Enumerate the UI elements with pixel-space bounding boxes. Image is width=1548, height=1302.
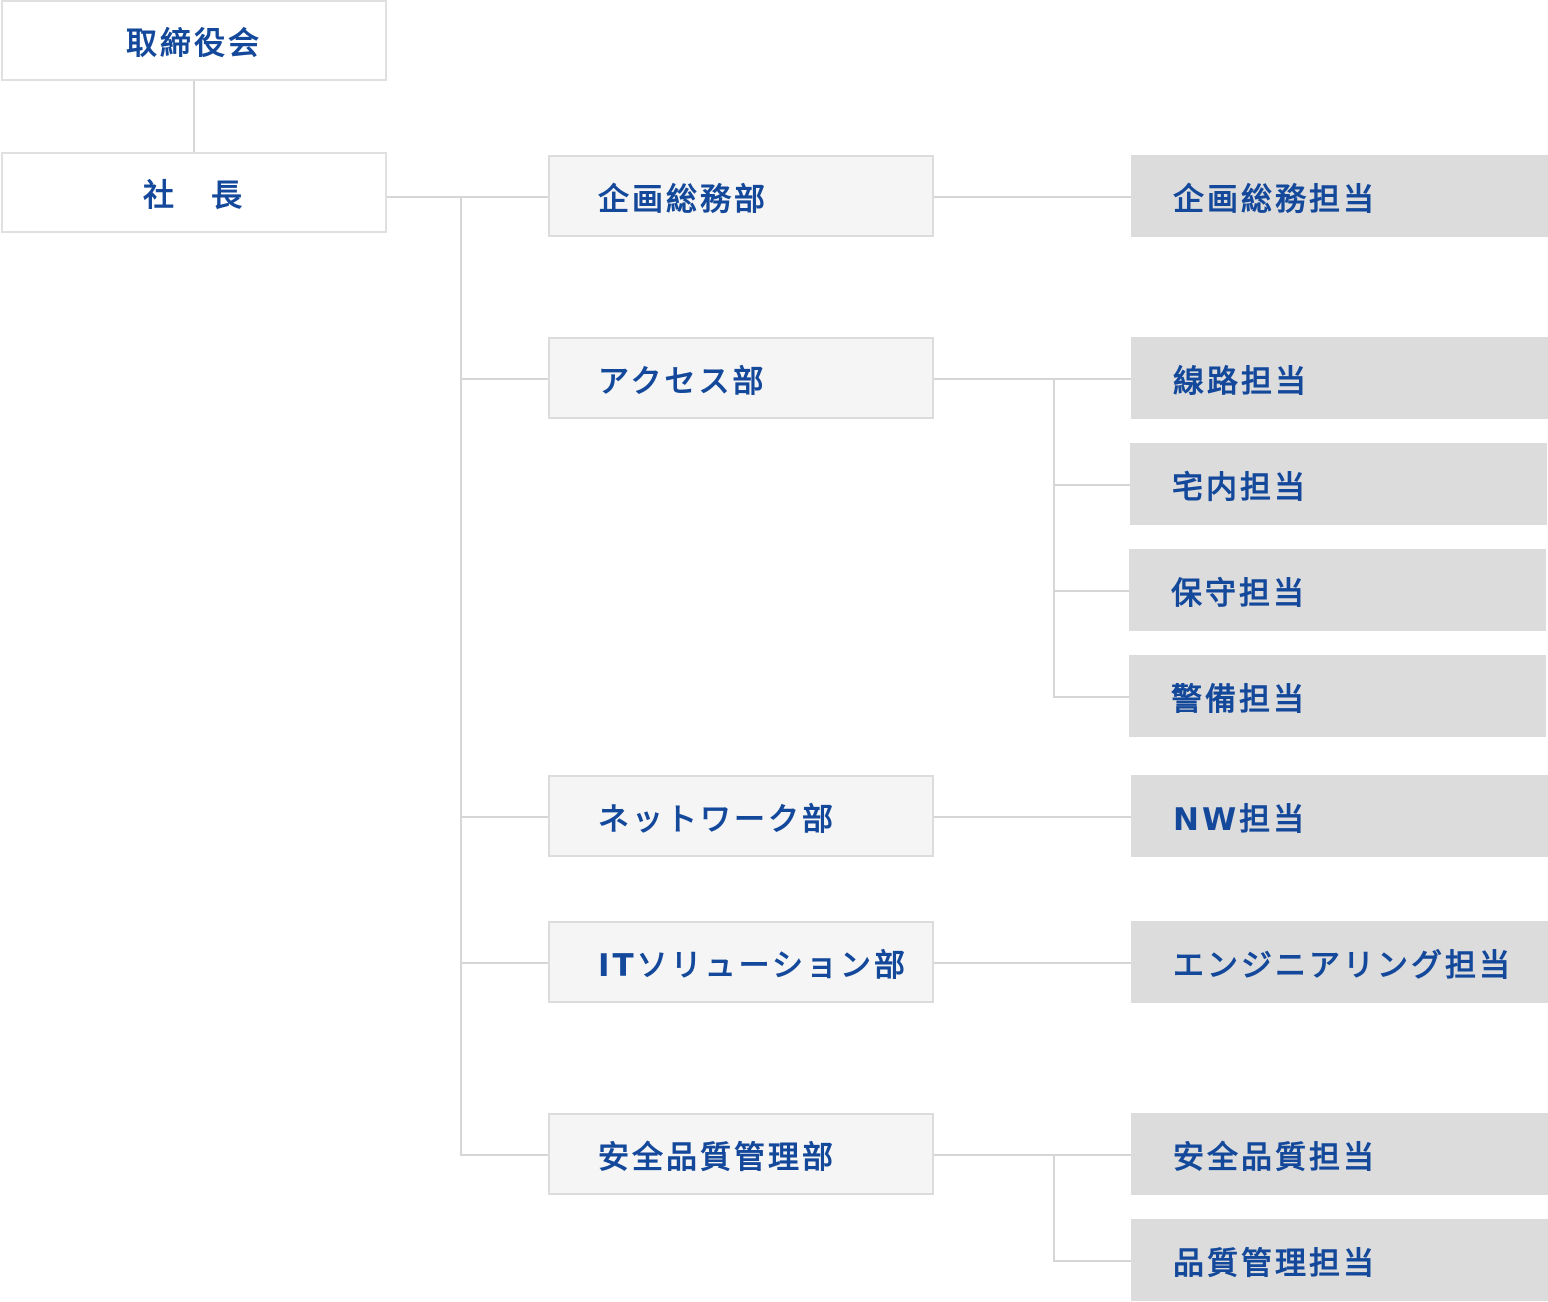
president-box: 社 長 — [1, 152, 387, 233]
unit-box: NW担当 — [1131, 775, 1548, 857]
connector-trunk-dept-1 — [460, 196, 549, 198]
unit-box: 品質管理担当 — [1131, 1219, 1548, 1301]
connector-dept-1-unit — [933, 196, 1131, 198]
connector-trunk-dept-4 — [460, 962, 549, 964]
connector-dept-2-branch — [933, 378, 1054, 380]
connector-dept-3-unit — [933, 816, 1131, 818]
department-box: ネットワーク部 — [548, 775, 934, 857]
unit-box: 警備担当 — [1129, 655, 1546, 737]
unit-box: 線路担当 — [1131, 337, 1548, 419]
connector-dept-2-unit-2 — [1053, 484, 1131, 486]
unit-box: 企画総務担当 — [1131, 155, 1548, 237]
connector-dept-4-unit — [933, 962, 1131, 964]
connector-dept-5-unit-1 — [1053, 1154, 1131, 1156]
connector-trunk-dept-5 — [460, 1154, 549, 1156]
connector-trunk — [460, 196, 462, 1155]
connector-president-trunk — [386, 196, 461, 198]
department-box: ITソリューション部 — [548, 921, 934, 1003]
unit-box: エンジニアリング担当 — [1131, 921, 1548, 1003]
connector-dept-5-bus — [1053, 1154, 1055, 1260]
connector-dept-2-unit-4 — [1053, 696, 1131, 698]
connector-dept-2-unit-1 — [1053, 378, 1131, 380]
unit-box: 安全品質担当 — [1131, 1113, 1548, 1195]
connector-board-president — [193, 81, 195, 153]
unit-box: 保守担当 — [1129, 549, 1546, 631]
connector-dept-5-branch — [933, 1154, 1054, 1156]
connector-dept-2-bus — [1053, 378, 1055, 696]
unit-box: 宅内担当 — [1130, 443, 1547, 525]
connector-dept-2-unit-3 — [1053, 590, 1131, 592]
board-box: 取締役会 — [1, 0, 387, 81]
connector-dept-5-unit-2 — [1053, 1260, 1131, 1262]
connector-trunk-dept-3 — [460, 816, 549, 818]
department-box: アクセス部 — [548, 337, 934, 419]
connector-trunk-dept-2 — [460, 378, 549, 380]
department-box: 安全品質管理部 — [548, 1113, 934, 1195]
department-box: 企画総務部 — [548, 155, 934, 237]
